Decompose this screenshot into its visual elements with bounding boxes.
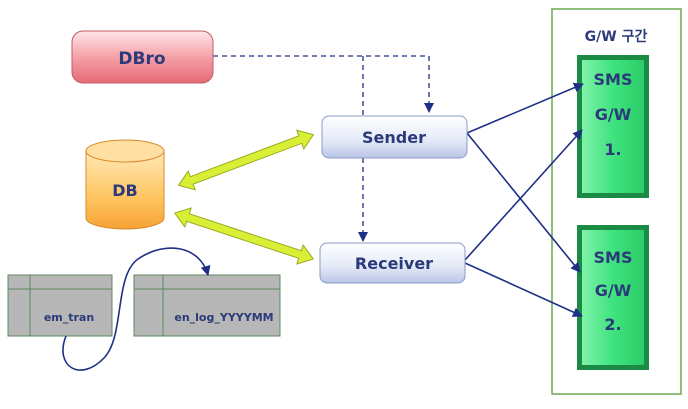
gw-zone-frame: [551, 8, 682, 395]
sms-gateway-2-line2: G/W: [595, 281, 632, 300]
sender-node: Sender: [321, 115, 468, 159]
sender-to-gw1-link: [466, 82, 584, 134]
table-em-tran-label: em_tran: [44, 311, 94, 324]
dbro-node: DBro: [71, 30, 214, 84]
db-receiver-double-arrow: [173, 207, 315, 265]
dbro-to-sender-connector: [213, 55, 434, 113]
gw-zone-label: G/W 구간: [585, 28, 648, 45]
dbro-label: DBro: [118, 49, 165, 69]
gateway-links: [464, 82, 584, 317]
sms-gateway-1-line2: G/W: [595, 105, 632, 124]
table-em-tran: em_tran: [7, 274, 113, 337]
db-link-arrows: [173, 129, 315, 265]
db-cylinder: DB: [85, 139, 165, 230]
sms-gateway-1: SMS G/W 1.: [577, 55, 649, 198]
sms-gateway-2-line3: 2.: [604, 315, 621, 334]
receiver-node: Receiver: [319, 242, 466, 284]
receiver-label: Receiver: [355, 254, 433, 273]
dbro-connectors: [213, 55, 434, 242]
table-move-arrow: [62, 247, 211, 371]
db-label: DB: [112, 181, 137, 200]
sender-to-gw2-link: [466, 132, 581, 273]
receiver-to-gw1-link: [464, 129, 583, 261]
db-sender-double-arrow: [177, 129, 315, 191]
sms-gateway-1-line1: SMS: [594, 70, 633, 89]
sms-gateway-1-line3: 1.: [604, 140, 621, 159]
sms-gateway-2: SMS G/W 2.: [577, 225, 649, 370]
sms-gateway-2-line1: SMS: [594, 248, 633, 267]
table-en-log: en_log_YYYYMM: [133, 274, 281, 337]
table-en-log-label: en_log_YYYYMM: [174, 311, 273, 324]
sender-label: Sender: [362, 128, 426, 147]
receiver-to-gw2-link: [464, 262, 583, 317]
